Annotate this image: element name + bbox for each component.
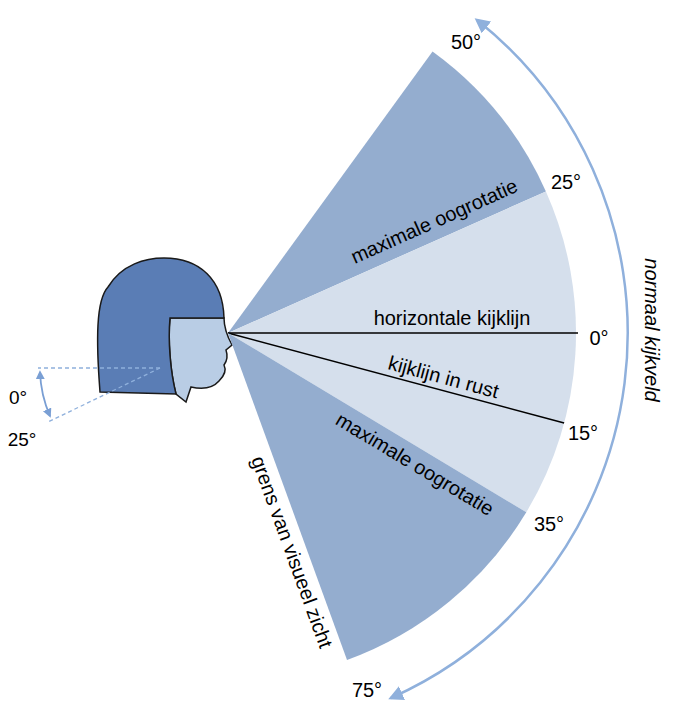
dashed-line bbox=[38, 367, 160, 368]
angle-value: 25° bbox=[551, 171, 581, 193]
band-label: horizontale kijklijn bbox=[374, 307, 531, 329]
sight-line bbox=[228, 332, 578, 334]
angle-value: 35° bbox=[534, 513, 564, 535]
hair bbox=[98, 258, 224, 394]
angle-value: 15° bbox=[568, 422, 598, 444]
angle-value: 0° bbox=[589, 327, 608, 349]
angle-value: 75° bbox=[352, 679, 382, 701]
band-fill bbox=[228, 333, 526, 660]
angle-value: 50° bbox=[451, 31, 481, 53]
angle-value: 25° bbox=[8, 430, 37, 451]
face bbox=[169, 318, 232, 402]
dashed-line bbox=[48, 368, 160, 422]
field-label: normaal kijkveld bbox=[641, 258, 663, 401]
angle-arc bbox=[40, 372, 50, 416]
angle-value: 0° bbox=[9, 388, 27, 409]
